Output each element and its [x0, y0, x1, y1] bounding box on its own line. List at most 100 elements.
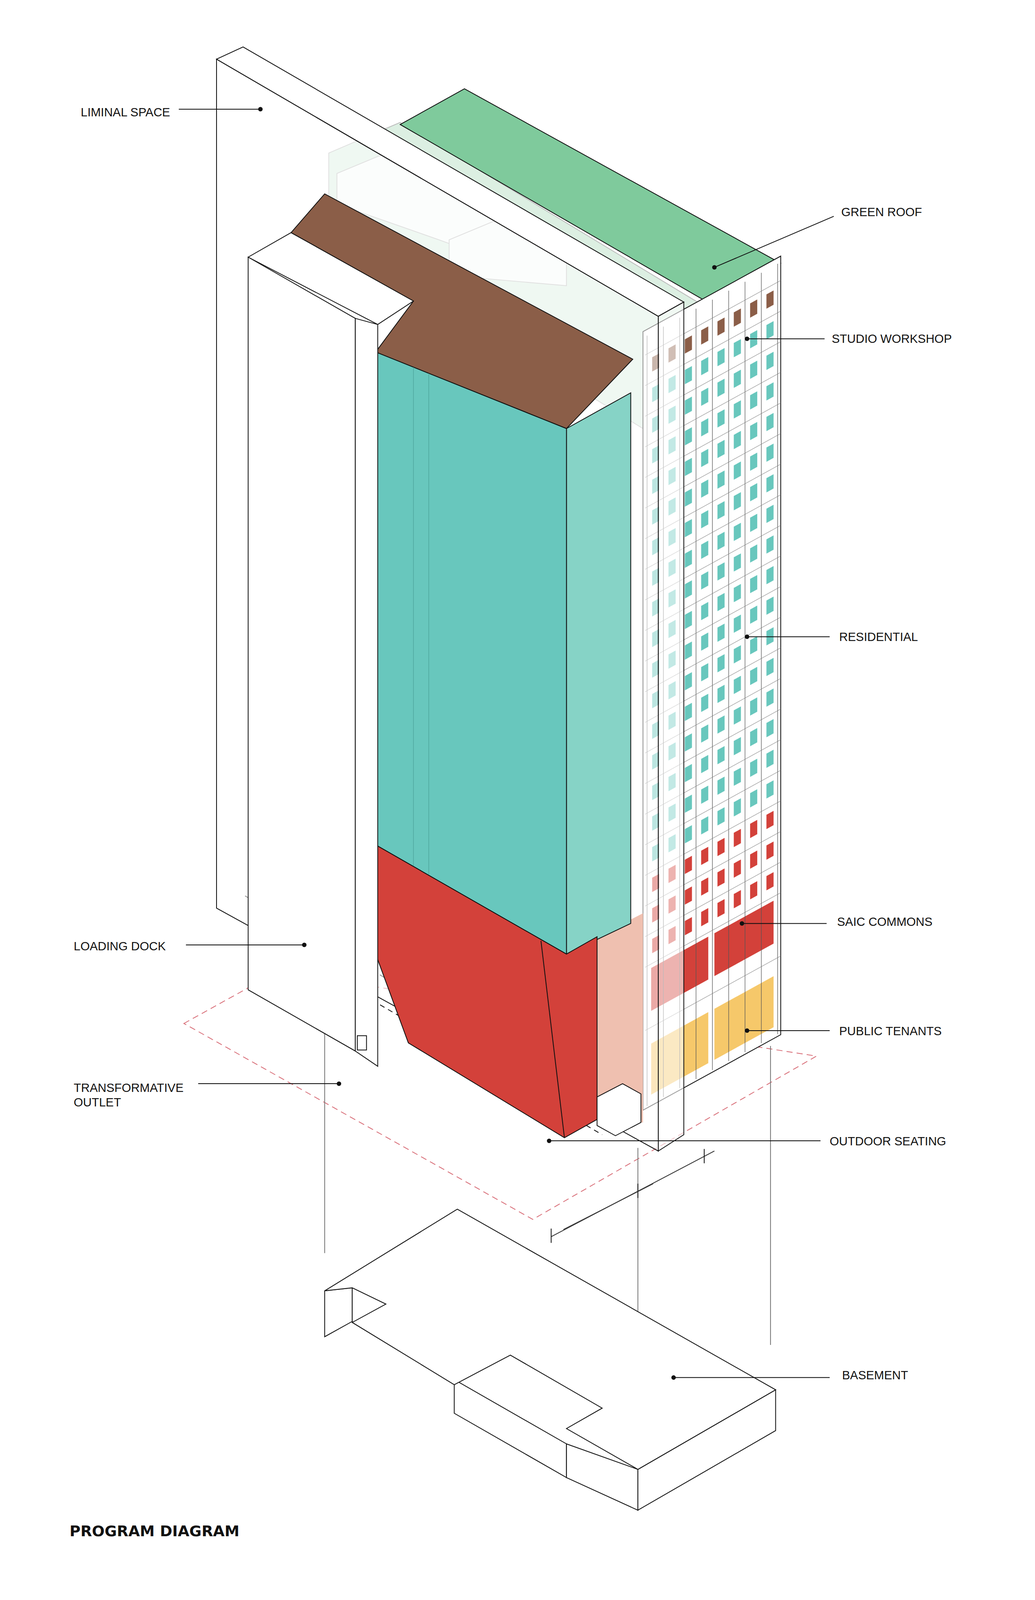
facade-window: [684, 519, 692, 538]
facade-window: [766, 871, 774, 891]
loading-tower: [247, 257, 356, 1051]
facade-window: [717, 317, 725, 336]
facade-window: [717, 500, 725, 520]
commons-volume: [375, 844, 597, 1138]
callout-label: LOADING DOCK: [73, 938, 166, 954]
facade-window: [684, 702, 692, 721]
leader-dot: [302, 942, 307, 947]
facade-window: [766, 719, 774, 738]
facade-window: [750, 758, 758, 777]
facade-window: [701, 571, 709, 590]
facade-window: [733, 339, 741, 358]
facade-window: [766, 351, 774, 370]
mullion: [760, 272, 762, 1044]
facade-window: [733, 583, 741, 602]
facade-window: [733, 430, 741, 450]
liminal-slab: [216, 59, 659, 1151]
leader-line: [185, 944, 305, 946]
facade-window: [766, 810, 774, 829]
leader-line: [198, 1083, 340, 1084]
facade-window: [733, 522, 741, 541]
facade-window: [684, 610, 692, 629]
leader-dot: [745, 1028, 749, 1033]
facade-window: [684, 825, 692, 844]
facade-window: [733, 369, 741, 388]
facade-window: [684, 580, 692, 599]
facade-window: [684, 488, 692, 507]
facade-window: [733, 828, 741, 848]
loading-tower-side: [355, 318, 378, 1067]
callout-label: SAIC COMMONS: [837, 914, 933, 930]
dimension-tick: [703, 1148, 705, 1164]
facade-window: [750, 360, 758, 379]
projection-line: [770, 1045, 771, 1345]
facade-window: [701, 785, 709, 804]
callout-label: STUDIO WORKSHOP: [831, 331, 952, 347]
facade-window: [750, 544, 758, 563]
facade-window: [684, 886, 692, 905]
facade-window: [701, 907, 709, 927]
facade-window: [701, 663, 709, 682]
facade-window: [684, 335, 692, 354]
leader-dot: [745, 634, 749, 639]
facade-window: [701, 754, 709, 773]
mullion: [744, 281, 746, 1052]
facade-window: [766, 535, 774, 554]
facade-window: [766, 749, 774, 768]
facade-window: [766, 841, 774, 860]
facade-window: [733, 645, 741, 664]
facade-window: [733, 736, 741, 756]
facade-window: [701, 815, 709, 835]
callout-label: TRANSFORMATIVE OUTLET: [73, 1080, 198, 1110]
callout-label: PUBLIC TENANTS: [839, 1023, 942, 1039]
leader-dot: [745, 336, 749, 341]
facade-window: [750, 421, 758, 441]
leader-dot: [258, 107, 263, 111]
facade-window: [750, 483, 758, 502]
facade-window: [684, 457, 692, 477]
residential-side: [566, 392, 631, 954]
facade-window: [684, 855, 692, 874]
facade-window: [733, 890, 741, 909]
facade-window: [717, 348, 725, 367]
dimension-tick: [550, 1228, 552, 1243]
facade-window: [750, 605, 758, 624]
leader-line: [741, 922, 827, 924]
leader-dot: [712, 265, 717, 270]
facade-window: [684, 427, 692, 446]
facade-window: [733, 553, 741, 572]
facade-window: [701, 632, 709, 651]
facade-window: [684, 365, 692, 385]
facade-window: [717, 868, 725, 887]
facade-window: [684, 549, 692, 569]
facade-window: [766, 657, 774, 677]
facade-window: [684, 671, 692, 691]
facade-window: [750, 635, 758, 655]
facade-window: [684, 733, 692, 752]
leader-line: [746, 636, 830, 638]
facade-window: [701, 877, 709, 896]
facade-window: [717, 470, 725, 489]
facade-window: [766, 290, 774, 309]
facade-window: [766, 504, 774, 523]
volume-line: [413, 367, 414, 868]
facade-window: [701, 846, 709, 865]
dimension-line: [563, 1183, 654, 1230]
facade-window: [750, 850, 758, 869]
facade-window: [701, 448, 709, 467]
facade-window: [766, 443, 774, 462]
leader-line: [746, 1030, 830, 1031]
facade-window: [717, 592, 725, 612]
leader-dot: [740, 921, 744, 926]
facade-window: [750, 513, 758, 532]
basement-top: [324, 1208, 776, 1469]
facade-window: [750, 666, 758, 685]
facade-window: [766, 474, 774, 493]
facade-window: [701, 724, 709, 743]
leader-line: [673, 1376, 830, 1378]
facade-window: [717, 837, 725, 856]
facade-window: [717, 562, 725, 581]
facade-window: [750, 329, 758, 349]
